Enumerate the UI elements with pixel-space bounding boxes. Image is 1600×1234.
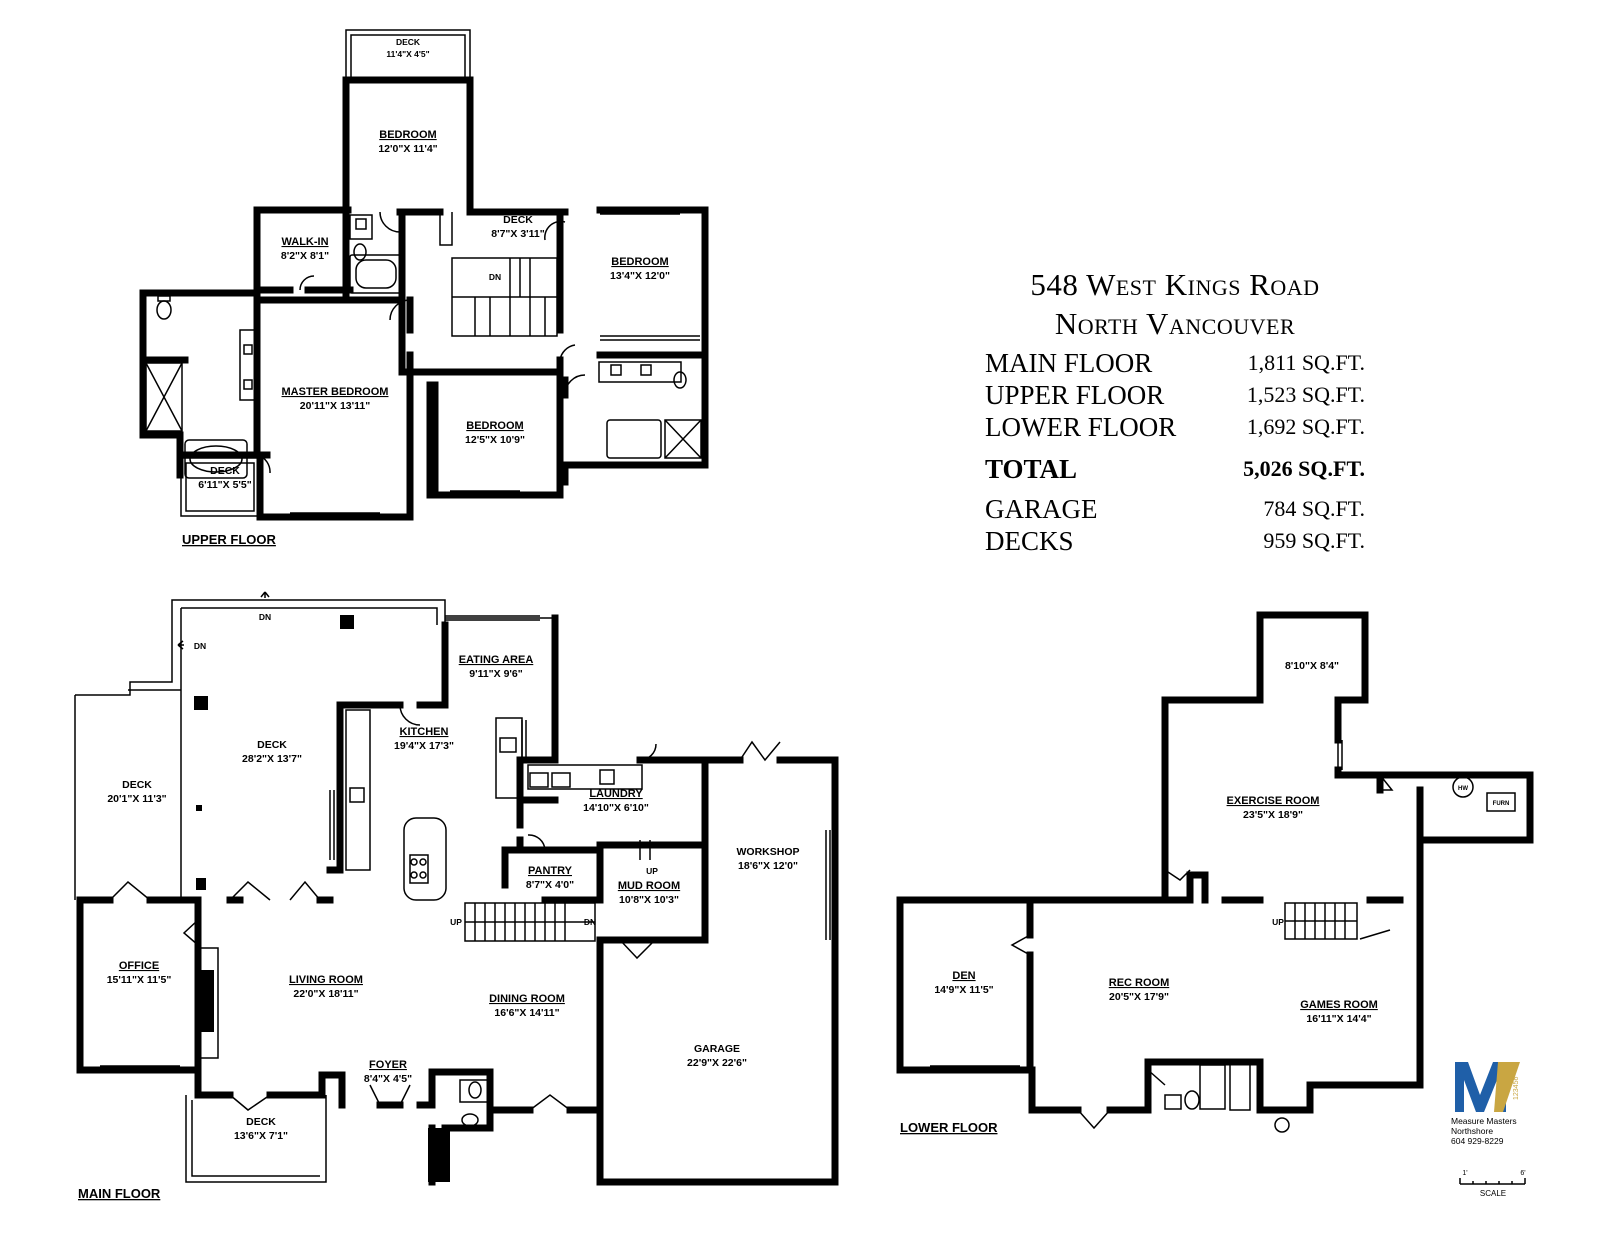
main-eating-name: EATING AREA [459, 654, 534, 666]
upper-deck-top-dim: 11'4"X 4'5" [386, 49, 429, 59]
upper-floor-title: UPPER FLOOR [182, 532, 277, 547]
area-value: 1,523 SQ.FT. [1246, 382, 1365, 407]
area-value: 1,811 SQ.FT. [1247, 350, 1365, 375]
main-eating-dim: 9'11"X 9'6" [469, 668, 523, 680]
upper-floor-plan [139, 29, 709, 521]
main-stair-up-label: UP [450, 917, 462, 927]
lower-den-name: DEN [952, 970, 975, 982]
company-logo-icon: 123456 [1455, 1062, 1520, 1112]
extra-label: GARAGE [985, 494, 1098, 524]
scale-bar-icon [1459, 1178, 1526, 1185]
main-mudroom-name: MUD ROOM [618, 880, 680, 892]
main-office-name: OFFICE [119, 960, 159, 972]
logo-digits: 123456 [1513, 1077, 1520, 1100]
main-deck-s-dim: 13'6"X 7'1" [234, 1130, 288, 1142]
lower-exercise-dim: 23'5"X 18'9" [1243, 809, 1303, 821]
lower-storage-dim: 8'10"X 8'4" [1285, 660, 1339, 672]
main-laundry-name: LAUNDRY [589, 788, 643, 800]
main-workshop-name: WORKSHOP [737, 846, 800, 858]
main-deck-big-name: DECK [257, 739, 287, 751]
area-row-garage: GARAGE 784 SQ.FT. [985, 493, 1365, 525]
area-row-main: MAIN FLOOR 1,811 SQ.FT. [985, 347, 1365, 379]
lower-rec-name: REC ROOM [1109, 977, 1170, 989]
main-garage-dim: 22'9"X 22'6" [687, 1057, 747, 1069]
total-label: TOTAL [985, 454, 1078, 484]
main-living-name: LIVING ROOM [289, 974, 363, 986]
main-garage-name: GARAGE [694, 1043, 740, 1055]
lower-den-dim: 14'9"X 11'5" [934, 984, 993, 996]
main-mudroom-dim: 10'8"X 10'3" [619, 894, 679, 906]
upper-bedroom-n-dim: 12'0"X 11'4" [378, 143, 437, 155]
address-line-1: 548 West Kings Road [1030, 267, 1320, 302]
main-office-dim: 15'11"X 11'5" [107, 974, 172, 986]
main-dining-name: DINING ROOM [489, 993, 565, 1005]
area-row-total: TOTAL 5,026 SQ.FT. [985, 453, 1365, 485]
main-pantry-dim: 8'7"X 4'0" [526, 879, 574, 891]
company-phone: 604 929-8229 [1451, 1136, 1504, 1146]
main-kitchen-dim: 19'4"X 17'3" [394, 740, 454, 752]
area-row-upper: UPPER FLOOR 1,523 SQ.FT. [985, 379, 1365, 411]
main-pantry-name: PANTRY [528, 865, 573, 877]
main-deck-dn-label: DN [259, 612, 271, 622]
main-foyer-name: FOYER [369, 1059, 407, 1071]
extra-value: 959 SQ.FT. [1263, 528, 1365, 553]
upper-deck-sw-dim: 6'11"X 5'5" [198, 479, 252, 491]
area-label: UPPER FLOOR [985, 380, 1165, 410]
upper-walkin-name: WALK-IN [281, 236, 328, 248]
upper-master-name: MASTER BEDROOM [282, 386, 389, 398]
main-stair-dn-label: DN [584, 917, 596, 927]
extra-label: DECKS [985, 526, 1074, 556]
lower-rec-dim: 20'5"X 17'9" [1109, 991, 1169, 1003]
area-value: 1,692 SQ.FT. [1246, 414, 1365, 439]
area-label: LOWER FLOOR [985, 412, 1177, 442]
main-deck-w-dim: 20'1"X 11'3" [107, 793, 166, 805]
area-summary: 548 West Kings Road North Vancouver MAIN… [985, 265, 1365, 557]
upper-bedroom-e-name: BEDROOM [611, 256, 668, 268]
lower-stair-up-label: UP [1272, 917, 1284, 927]
main-deck-big-dim: 28'2"X 13'7" [242, 753, 302, 765]
company-credit: Measure Masters Northshore 604 929-8229 [1451, 1116, 1551, 1146]
total-value: 5,026 SQ.FT. [1243, 456, 1365, 481]
upper-bedroom-s-dim: 12'5"X 10'9" [465, 434, 525, 446]
main-laundry-dim: 14'10"X 6'10" [583, 802, 649, 814]
lower-games-dim: 16'11"X 14'4" [1306, 1013, 1371, 1025]
upper-master-dim: 20'11"X 13'11" [300, 400, 370, 412]
main-kitchen-name: KITCHEN [400, 726, 449, 738]
extra-value: 784 SQ.FT. [1263, 496, 1365, 521]
scale-label: SCALE [1480, 1189, 1506, 1198]
lower-exercise-name: EXERCISE ROOM [1227, 795, 1320, 807]
area-row-decks: DECKS 959 SQ.FT. [985, 525, 1365, 557]
main-deck-dn-label-2: DN [194, 641, 206, 651]
main-deck-w-name: DECK [122, 779, 152, 791]
lower-furn-label: FURN [1493, 801, 1510, 807]
main-workshop-dim: 18'6"X 12'0" [738, 860, 798, 872]
upper-deck-top-name: DECK [396, 37, 421, 47]
scale-end-label: 6' [1520, 1170, 1525, 1177]
upper-bedroom-s-name: BEDROOM [466, 420, 523, 432]
scale-start-label: 1' [1462, 1170, 1467, 1177]
lower-floor-title: LOWER FLOOR [900, 1120, 998, 1135]
lower-hw-label: HW [1458, 786, 1468, 792]
main-dining-dim: 16'6"X 14'11" [494, 1007, 559, 1019]
lower-floor-plan [896, 611, 1534, 1133]
upper-stair-dn-label: DN [489, 272, 501, 282]
main-floor-plan [74, 591, 839, 1186]
main-mudroom-up-label: UP [646, 866, 658, 876]
upper-walkin-dim: 8'2"X 8'1" [281, 250, 329, 262]
main-living-dim: 22'0"X 18'11" [293, 988, 358, 1000]
lower-games-name: GAMES ROOM [1300, 999, 1378, 1011]
upper-deck-mid-name: DECK [503, 214, 533, 226]
main-floor-title: MAIN FLOOR [78, 1186, 161, 1201]
upper-bedroom-n-name: BEDROOM [379, 129, 436, 141]
main-foyer-dim: 8'4"X 4'5" [364, 1073, 412, 1085]
upper-deck-sw-name: DECK [210, 465, 240, 477]
upper-deck-mid-dim: 8'7"X 3'11" [491, 228, 545, 240]
area-row-lower: LOWER FLOOR 1,692 SQ.FT. [985, 411, 1365, 443]
main-deck-s-name: DECK [246, 1116, 276, 1128]
address-line-2: North Vancouver [1054, 306, 1296, 341]
upper-bedroom-e-dim: 13'4"X 12'0" [610, 270, 670, 282]
area-label: MAIN FLOOR [985, 348, 1153, 378]
company-name: Measure Masters Northshore [1451, 1116, 1517, 1136]
